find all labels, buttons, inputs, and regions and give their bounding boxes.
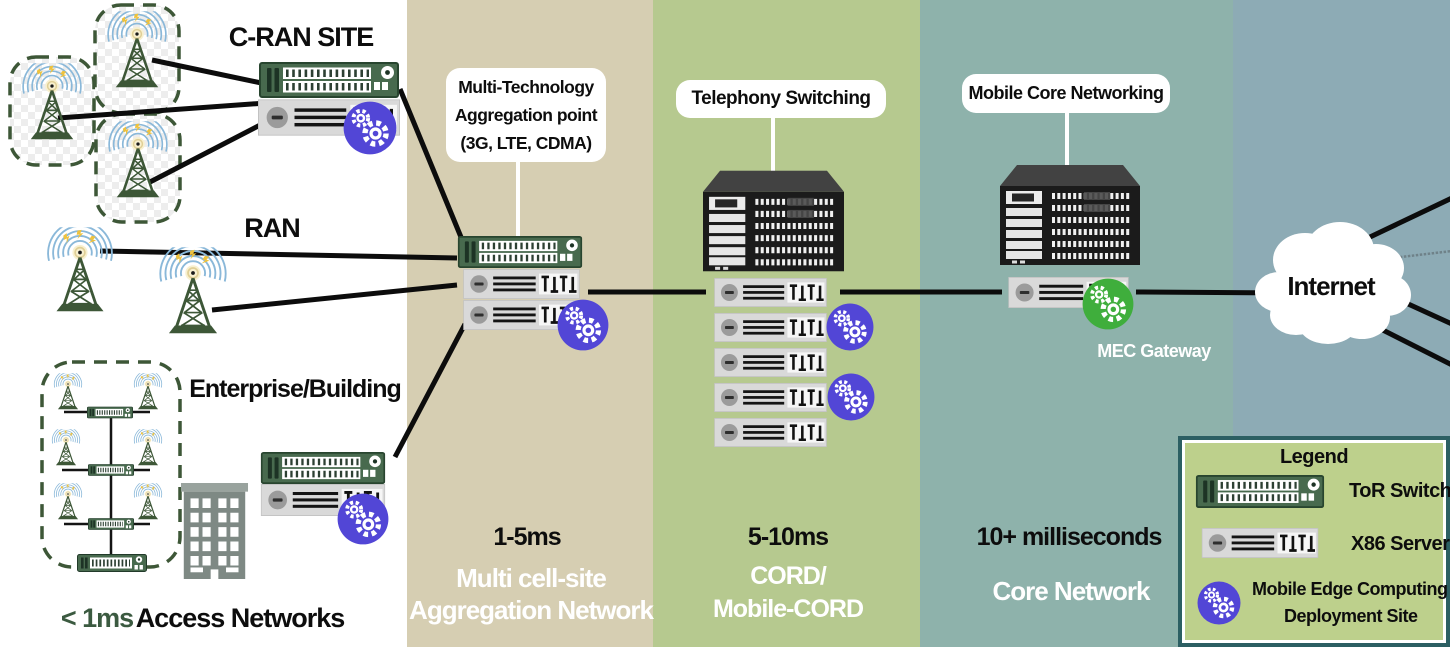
cell-tower-icon [50,482,86,524]
mini-switch-icon [88,463,134,477]
cran-site-label: C-RAN SITE [228,22,374,52]
core-latency-label: 10+ milliseconds [976,523,1163,551]
x86-server-icon [698,348,843,377]
mec-gateway-badge-icon [1082,278,1134,330]
access-networks-label: Access Networks [135,603,346,633]
core-name-label: Core Network [992,576,1150,606]
legend-label-mec-line2: Deployment Site [1284,606,1418,626]
tor-switch-icon [252,452,394,484]
mec-gateway-label: MEC Gateway [1097,341,1211,361]
callout-line: (3G, LTE, CDMA) [460,133,592,153]
callout-line: Aggregation point [454,105,598,125]
mec-badge-icon [827,373,875,421]
callout-line: Telephony Switching [691,88,871,109]
x86-server-icon [453,269,590,299]
cell-tower-icon [100,120,176,206]
legend-title: Legend [1279,446,1349,468]
legend-label-mec-line1: Mobile Edge Computing [1252,579,1448,599]
access-latency-label: < 1ms [60,603,134,633]
tor-switch-icon [1190,475,1330,508]
cran-site-boxes [8,3,182,224]
cell-tower-icon [130,482,166,524]
x86-server-icon [698,278,843,307]
mini-switch-icon [77,554,147,572]
cord-name-line1: CORD/ [750,562,827,590]
tor-switch-icon [450,236,590,268]
internet-label: Internet [1287,271,1375,301]
mec-badge-icon [557,299,609,351]
callout-stem [771,117,775,173]
callout-mobile-core-networking: Mobile Core Networking [962,74,1170,113]
cell-tower-icon [150,246,236,343]
callout-stem [1065,112,1069,168]
x86-server-icon [1190,528,1330,558]
mec-badge-icon [1197,581,1241,625]
tor-switch-icon [258,62,400,98]
mec-badge-icon [337,493,389,545]
legend-panel: Legend ToR Switch X86 Server Mobile Edge… [1178,436,1450,647]
chassis-switch-icon [703,170,844,272]
aggregation-name-line1: Multi cell-site [456,563,607,593]
cell-tower-icon [130,428,166,470]
legend-label-tor-switch: ToR Switch [1349,480,1450,502]
ran-label: RAN [244,213,300,243]
cell-tower-icon [130,372,166,414]
aggregation-name-line2: Aggregation Network [409,595,654,625]
callout-line: Mobile Core Networking [968,83,1164,103]
cell-tower-icon [14,62,90,148]
aggregation-latency-label: 1-5ms [493,523,561,551]
cord-latency-label: 5-10ms [747,523,829,551]
mini-switch-icon [87,406,133,419]
chassis-switch-icon [1000,165,1140,265]
callout-telephony-switching: Telephony Switching [676,80,886,118]
building-icon [180,483,249,579]
legend-label-x86-server: X86 Server [1351,533,1450,555]
mec-badge-icon [343,101,397,155]
cloud-icon [1255,222,1411,344]
callout-line: Multi-Technology [458,77,594,97]
callout-aggregation-point: Multi-Technology Aggregation point (3G, … [446,68,606,162]
internet-uplink-line-thin [1383,249,1450,261]
cell-tower-icon [50,372,86,414]
x86-server-icon [698,313,843,342]
enterprise-label: Enterprise/Building [189,375,402,403]
x86-server-icon [698,418,843,447]
mini-switch-icon [88,517,134,531]
cell-tower-icon [99,10,175,96]
cell-tower-icon [48,428,84,470]
mec-badge-icon [826,303,874,351]
cell-tower-icon [38,226,122,321]
x86-server-icon [698,383,843,412]
cord-name-line2: Mobile-CORD [712,595,864,623]
callout-stem [516,160,520,238]
connection-lines [57,57,1450,459]
